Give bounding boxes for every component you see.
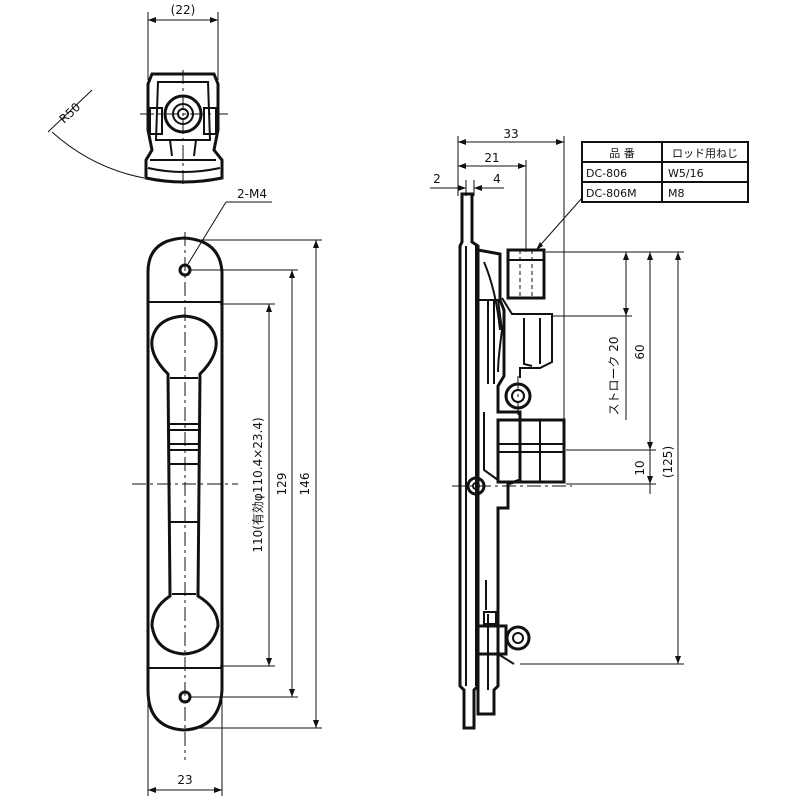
spec-table-header-part: 品 番 xyxy=(609,147,635,160)
dim-front-width: 23 xyxy=(177,773,192,787)
spec-table-cell: DC-806 xyxy=(586,167,627,180)
dim-side-width-2: 21 xyxy=(484,151,499,165)
spec-table-cell: W5/16 xyxy=(668,167,704,180)
dim-side-10: 10 xyxy=(633,460,647,475)
dim-side-small-1: 2 xyxy=(433,172,441,186)
dim-top-width: (22) xyxy=(171,3,196,17)
dim-side-125: (125) xyxy=(661,446,675,478)
side-view: 33 21 2 4 ストローク 20 60 10 xyxy=(430,127,684,730)
dim-side-stroke: ストローク 20 xyxy=(607,336,621,415)
top-view: (22) R50 xyxy=(47,3,228,186)
dim-front-height-3: 146 xyxy=(298,473,312,496)
dim-side-width-1: 33 xyxy=(503,127,518,141)
spec-table-cell: DC-806M xyxy=(586,187,637,200)
front-view: 2-M4 110(有効φ110.4×23.4) 129 146 23 xyxy=(132,187,322,796)
dim-hole-note: 2-M4 xyxy=(237,187,267,201)
spec-table-header-thread: ロッド用ねじ xyxy=(672,147,738,160)
dim-front-height-2: 129 xyxy=(275,473,289,496)
dim-side-small-2: 4 xyxy=(493,172,501,186)
dim-front-height-1: 110(有効φ110.4×23.4) xyxy=(250,417,265,552)
spec-table: 品 番 ロッド用ねじ DC-806 W5/16 DC-806M M8 xyxy=(581,141,749,203)
spec-table-cell: M8 xyxy=(668,187,685,200)
dim-side-60: 60 xyxy=(633,344,647,359)
dim-top-radius: R50 xyxy=(56,100,83,126)
